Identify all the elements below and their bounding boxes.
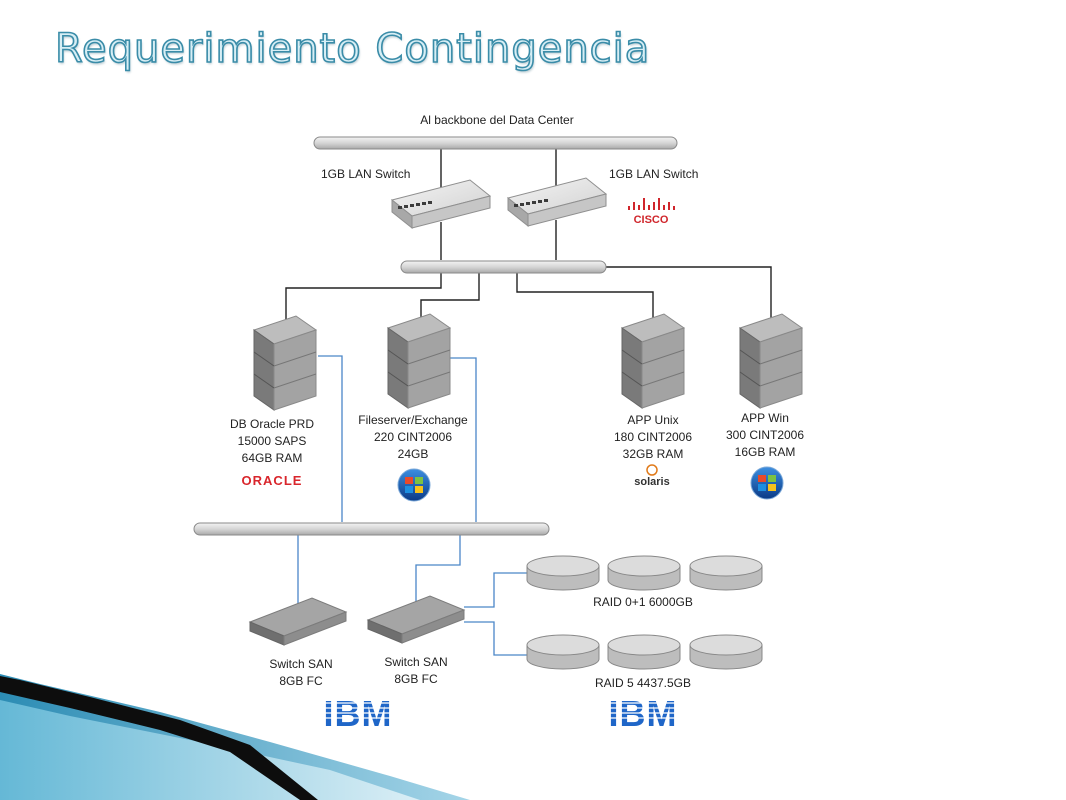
disk-icon [526,634,600,670]
san-links [297,355,530,656]
datacenter-backbone-bus [313,136,678,150]
lan-switch-1-label: 1GB LAN Switch [321,167,411,181]
san-switch-1-icon [248,597,348,646]
ibm-logo: IBM [314,693,402,734]
server-db-oracle-icon [252,315,318,411]
raid-01-label: RAID 0+1 6000GB [593,595,693,609]
link-bus-server3 [516,273,654,330]
san-link-server2 [450,357,477,522]
windows-logo-icon [750,466,784,500]
link-bus-server4 [600,266,772,330]
san-bus [193,522,550,536]
link-bus-server1 [285,273,442,334]
backbone-label: Al backbone del Data Center [420,113,574,127]
windows-logo-icon [397,468,431,502]
san-link-server1 [318,355,343,522]
slide-title: Requerimiento Contingencia [54,25,651,73]
disk-icon [607,555,681,591]
san-link-raid1 [464,572,530,608]
lan-links [285,147,772,334]
link-bus-server2 [420,273,480,330]
disk-icon [607,634,681,670]
oracle-logo: ORACLE [242,473,303,488]
raid-5-disk-array [526,634,763,670]
disk-icon [689,634,763,670]
san-link-switch2 [415,535,461,606]
server-app-unix-icon [620,313,686,409]
disk-icon [526,555,600,591]
cisco-wordmark: CISCO [634,214,669,226]
server-app-win-icon [738,313,804,409]
san-link-raid2 [464,621,530,656]
lan-switch-2-icon [506,177,608,228]
san-switch-2-icon [366,595,466,644]
lan-bus [400,260,607,274]
lan-switch-2-label: 1GB LAN Switch [609,167,699,181]
decorative-swoosh [0,674,470,800]
ibm-logo: IBM [599,693,687,734]
solaris-logo: solaris [634,464,670,488]
raid-01-disk-array [526,555,763,591]
solaris-wordmark: solaris [634,476,669,488]
lan-switch-1-icon [390,179,492,230]
server-fileserver-icon [386,313,452,409]
cisco-logo: CISCO [628,198,675,226]
disk-icon [689,555,763,591]
raid-5-label: RAID 5 4437.5GB [594,676,692,690]
